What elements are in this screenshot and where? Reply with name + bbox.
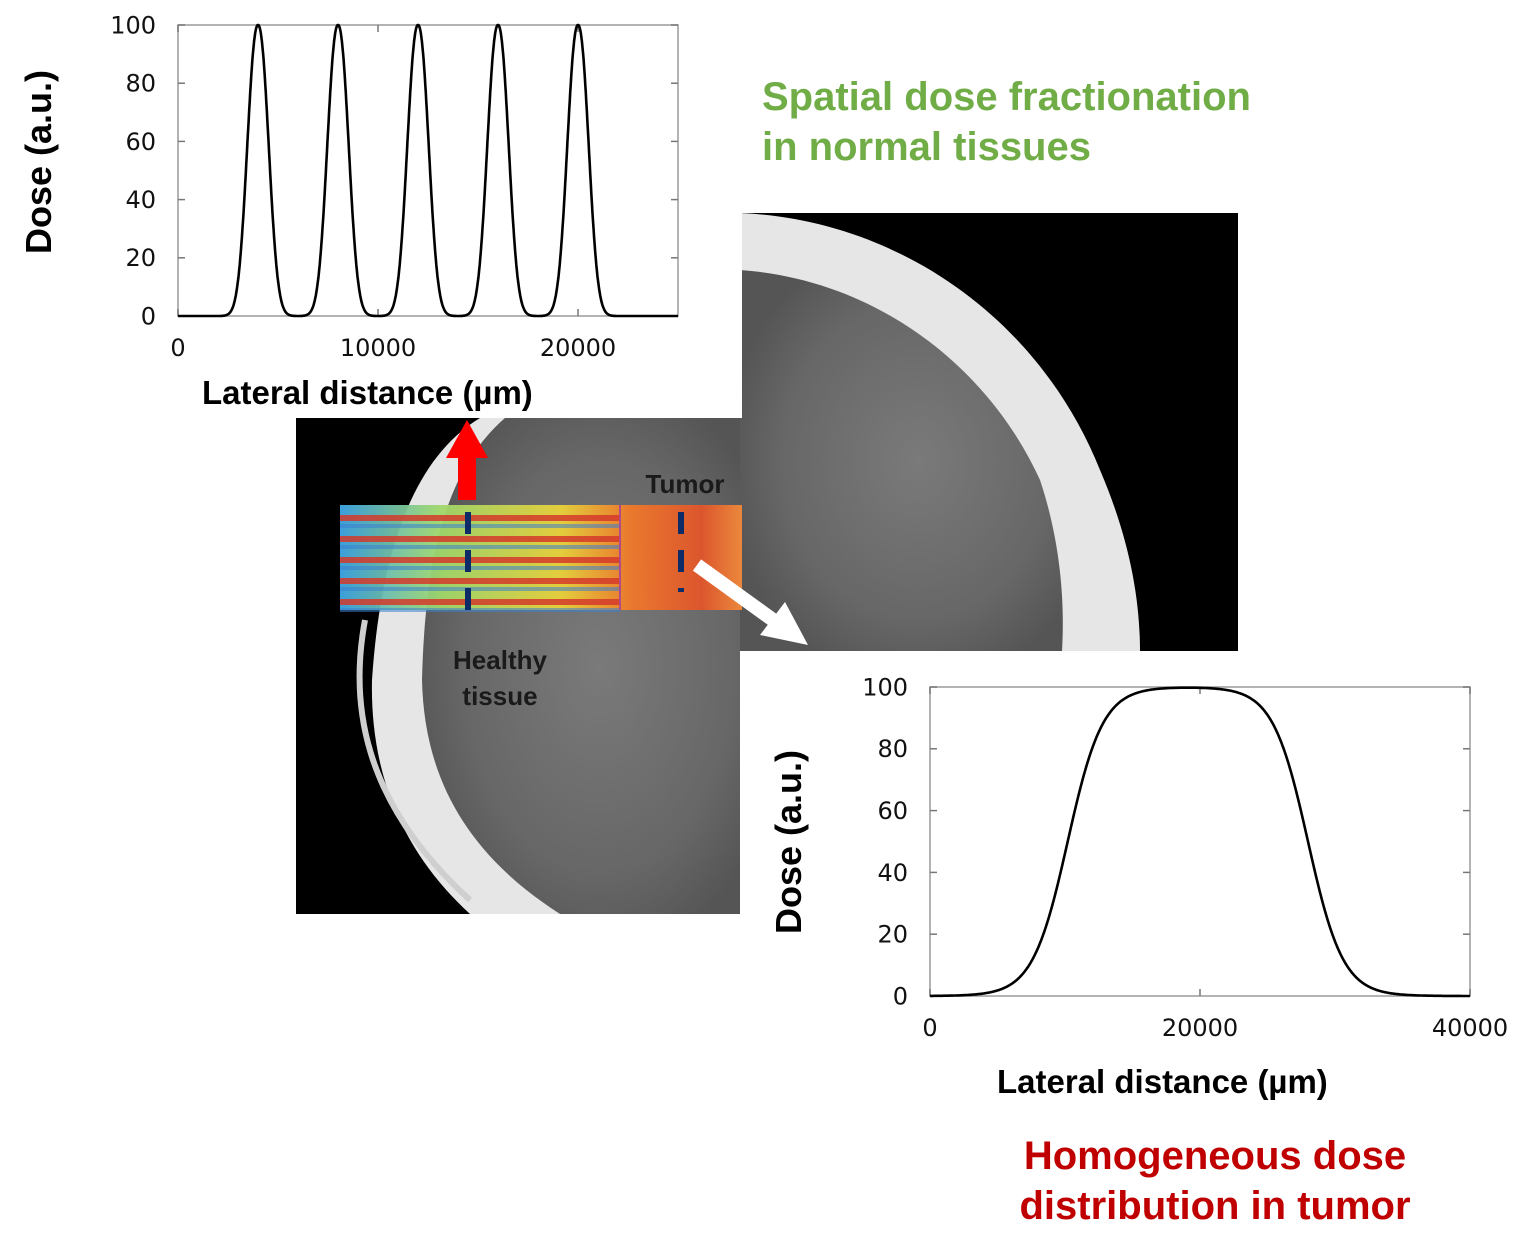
healthy-tissue-label: Healthy tissue: [420, 642, 580, 714]
healthy-label-line2: tissue: [462, 681, 538, 711]
y-tick-label: 80: [877, 735, 908, 763]
y-tick-label: 60: [125, 128, 156, 156]
chart-bottom-bg: [740, 651, 1535, 1101]
dose-curve: [930, 686, 1470, 998]
caption-green-line2: in normal tissues: [762, 125, 1091, 169]
dose-curve: [178, 23, 678, 318]
beam-valley: [340, 566, 620, 570]
x-tick-label: 10000: [340, 334, 416, 362]
y-tick-label: 100: [862, 673, 908, 701]
beam-valley: [340, 524, 620, 528]
chart-top-bg: [0, 0, 742, 418]
y-tick-label: 80: [125, 70, 156, 98]
healthy-label-line1: Healthy: [453, 645, 547, 675]
bottom-chart-ylabel: Dose (a.u.): [768, 749, 809, 935]
beam-stripe: [340, 557, 620, 563]
caption-green-line1: Spatial dose fractionation: [762, 75, 1251, 119]
beam-stripe: [340, 536, 620, 542]
y-tick-label: 0: [141, 302, 156, 330]
bottom-chart-xlabel: Lateral distance (µm): [997, 1063, 1328, 1100]
white-arrow-icon: [692, 559, 808, 645]
plot-frame: [929, 686, 1471, 997]
caption-homogeneous-dose: Homogeneous dose distribution in tumor: [1000, 1131, 1430, 1231]
bottom-dose-chart: 0 20 40 60 80 100 0 20000 40000: [862, 673, 1508, 1042]
plot-frame: [177, 24, 679, 317]
beam-valley: [340, 608, 620, 612]
beam-stripe: [340, 578, 620, 584]
x-tick-label: 0: [922, 1014, 937, 1042]
y-tick-label: 100: [110, 11, 156, 39]
caption-red-line1: Homogeneous dose: [1023, 1134, 1407, 1178]
x-tick-label: 20000: [540, 334, 616, 362]
y-tick-label: 40: [877, 859, 908, 887]
x-tick-label: 20000: [1162, 1014, 1238, 1042]
beam-stripe: [340, 599, 620, 605]
x-tick-label: 0: [170, 334, 185, 362]
y-tick-label: 60: [877, 797, 908, 825]
y-tick-label: 40: [125, 186, 156, 214]
top-chart-ylabel: Dose (a.u.): [18, 69, 59, 255]
top-chart-xlabel: Lateral distance (µm): [202, 374, 533, 411]
top-dose-chart: 0 20 40 60 80 100 0 10000 20000: [110, 11, 679, 362]
x-tick-label: 40000: [1432, 1014, 1508, 1042]
beam-valley: [340, 545, 620, 549]
y-tick-label: 20: [125, 244, 156, 272]
tumor-label: Tumor: [645, 469, 725, 499]
beam-valley: [340, 587, 620, 591]
red-arrow-icon: [446, 420, 488, 500]
y-tick-label: 0: [893, 982, 908, 1010]
beam-stripe: [340, 515, 620, 521]
caption-red-line2: distribution in tumor: [1019, 1184, 1411, 1228]
caption-spatial-fractionation: Spatial dose fractionation in normal tis…: [762, 72, 1251, 172]
y-tick-label: 20: [877, 921, 908, 949]
